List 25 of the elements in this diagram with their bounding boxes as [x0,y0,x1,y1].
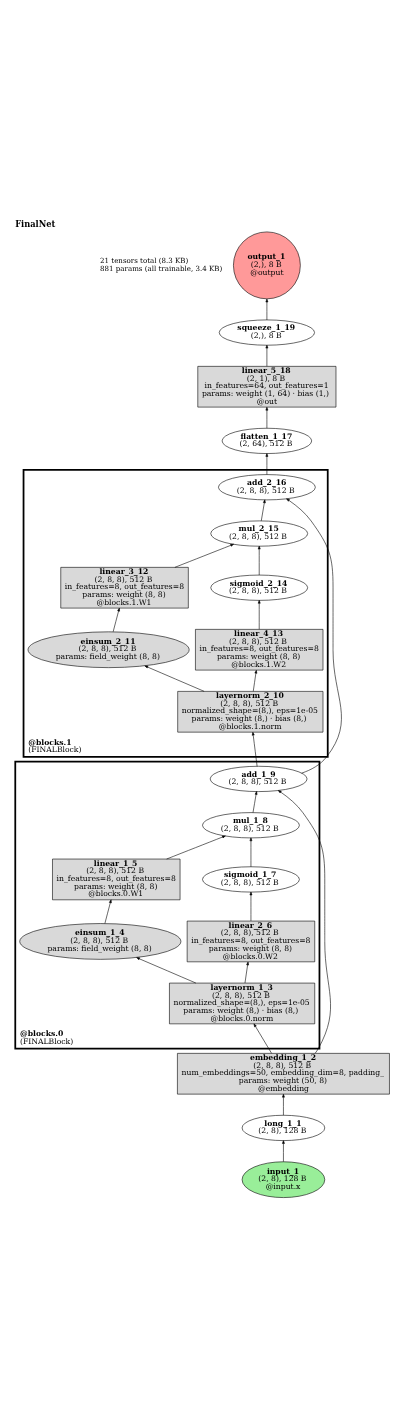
arrow [252,670,258,692]
arrow [249,837,253,868]
arrow [112,607,120,632]
arrow [166,835,226,860]
diagram-title: FinalNet [15,218,56,229]
arrow [260,499,266,522]
arrow [265,406,269,429]
arrow [257,600,261,630]
arrow [282,1140,285,1162]
arrow [174,543,234,568]
arrow [265,298,269,321]
arrow [144,665,205,692]
arrow [251,731,258,767]
arrow [282,1093,285,1116]
arrow [104,899,112,924]
arrow [265,453,269,475]
arrow [286,498,342,774]
arrow [136,957,197,984]
arrow [244,961,249,984]
arrow [277,790,331,1054]
arrow [265,344,269,367]
arrow [253,1023,272,1054]
arrow [249,891,253,922]
arrow [252,791,258,813]
arrow [257,545,261,576]
